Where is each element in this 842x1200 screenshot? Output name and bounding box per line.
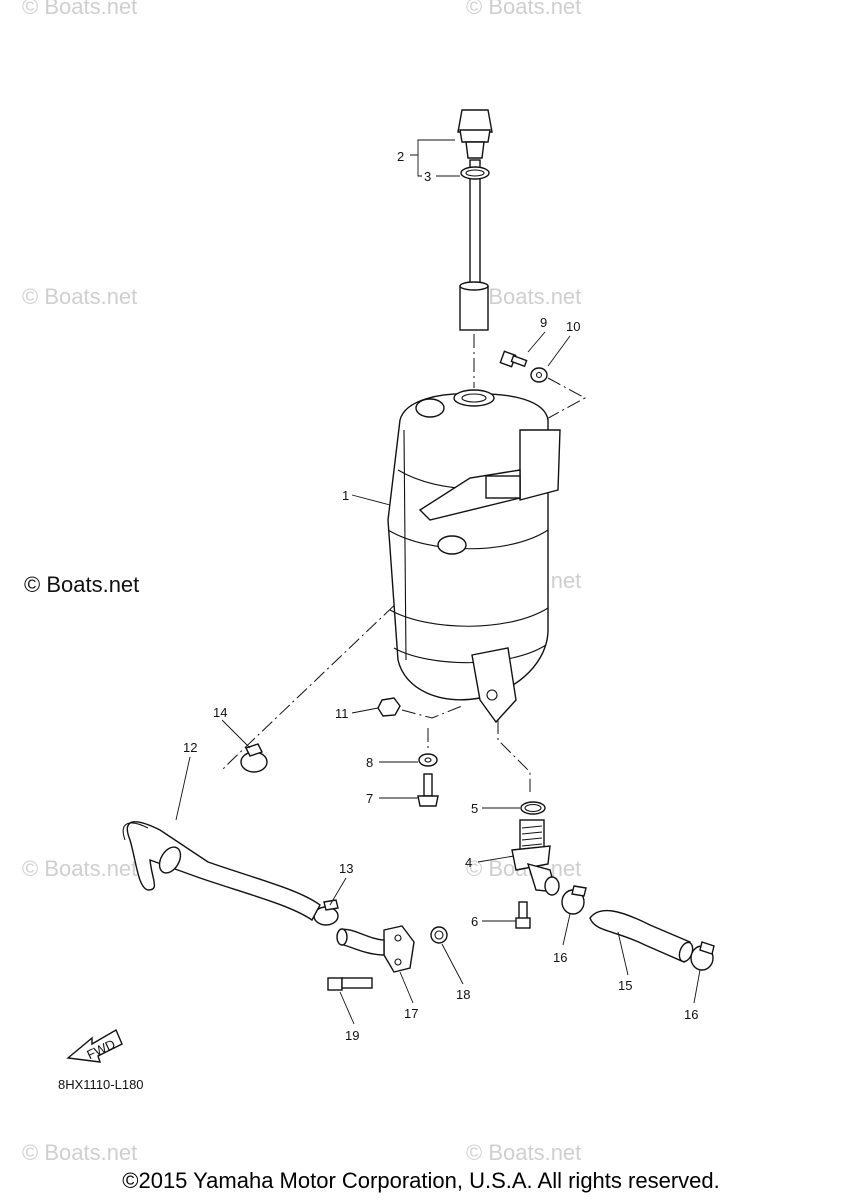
callout-12: 12 bbox=[183, 740, 197, 755]
callout-18: 18 bbox=[456, 987, 470, 1002]
watermark: © Boats.net bbox=[22, 856, 137, 881]
callout-5: 5 bbox=[471, 801, 478, 816]
callout-9: 9 bbox=[540, 315, 547, 330]
callout-11: 11 bbox=[335, 706, 349, 721]
washer bbox=[418, 753, 438, 767]
watermark: © Boats.net bbox=[22, 0, 137, 19]
bolt bbox=[515, 901, 531, 929]
callout-14: 14 bbox=[213, 705, 227, 720]
callout-10: 10 bbox=[566, 319, 580, 334]
callout-16: 16 bbox=[684, 1007, 698, 1022]
watermark: © Boats.net bbox=[466, 0, 581, 19]
nut bbox=[377, 697, 401, 717]
o-ring bbox=[430, 926, 448, 944]
callout-15: 15 bbox=[618, 978, 632, 993]
o-ring bbox=[520, 801, 546, 815]
pipe-joint bbox=[336, 925, 415, 973]
watermark: © Boats.net bbox=[466, 1140, 581, 1165]
watermark: © Boats.net bbox=[22, 1140, 137, 1165]
callout-1: 1 bbox=[342, 488, 349, 503]
callout-17: 17 bbox=[404, 1006, 418, 1021]
hose-clamp bbox=[240, 743, 268, 773]
callout-4: 4 bbox=[465, 855, 472, 870]
callout-6: 6 bbox=[471, 914, 478, 929]
dipstick bbox=[457, 109, 493, 331]
forward-arrow-icon: FWD bbox=[66, 1028, 123, 1063]
bolt bbox=[327, 977, 373, 991]
callout-13: 13 bbox=[339, 861, 353, 876]
callout-3: 3 bbox=[424, 169, 431, 184]
callout-19: 19 bbox=[345, 1028, 359, 1043]
oil-hose bbox=[126, 821, 321, 922]
drawing-code: 8HX1110-L180 bbox=[58, 1077, 144, 1092]
oil-hose bbox=[589, 909, 691, 963]
callout-16: 16 bbox=[553, 950, 567, 965]
hose-clamp bbox=[690, 941, 715, 971]
bolt bbox=[417, 773, 439, 807]
bolt bbox=[499, 350, 528, 368]
strainer-joint bbox=[511, 819, 560, 896]
callout-8: 8 bbox=[366, 755, 373, 770]
hose-clamp bbox=[313, 899, 339, 926]
watermark-main: © Boats.net bbox=[24, 572, 139, 597]
callout-2: 2 bbox=[397, 149, 404, 164]
o-ring bbox=[460, 166, 490, 180]
copyright-notice: ©2015 Yamaha Motor Corporation, U.S.A. A… bbox=[122, 1168, 720, 1193]
callout-7: 7 bbox=[366, 791, 373, 806]
oil-tank bbox=[387, 389, 561, 724]
hose-clamp bbox=[561, 885, 587, 915]
washer bbox=[530, 367, 548, 383]
watermark: © Boats.net bbox=[22, 284, 137, 309]
